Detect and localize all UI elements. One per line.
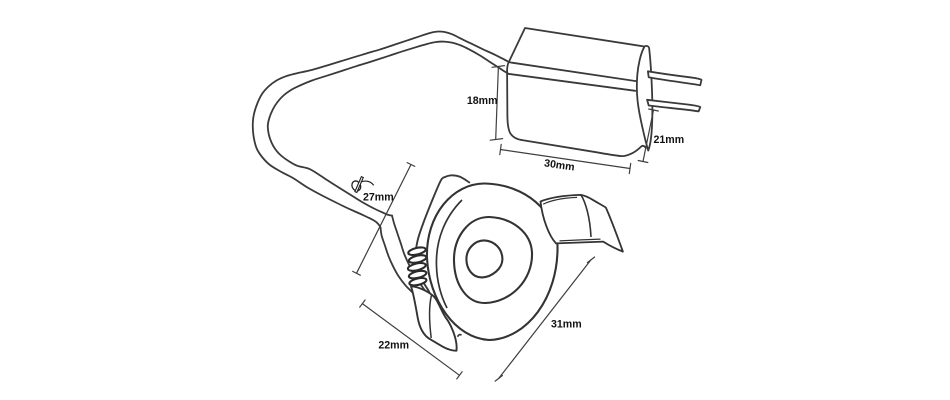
svg-text:22mm: 22mm (378, 340, 409, 352)
svg-text:30mm: 30mm (543, 157, 575, 173)
svg-text:27mm: 27mm (363, 191, 394, 203)
svg-text:31mm: 31mm (551, 318, 582, 330)
svg-text:21mm: 21mm (654, 134, 685, 146)
svg-text:18mm: 18mm (467, 95, 498, 107)
